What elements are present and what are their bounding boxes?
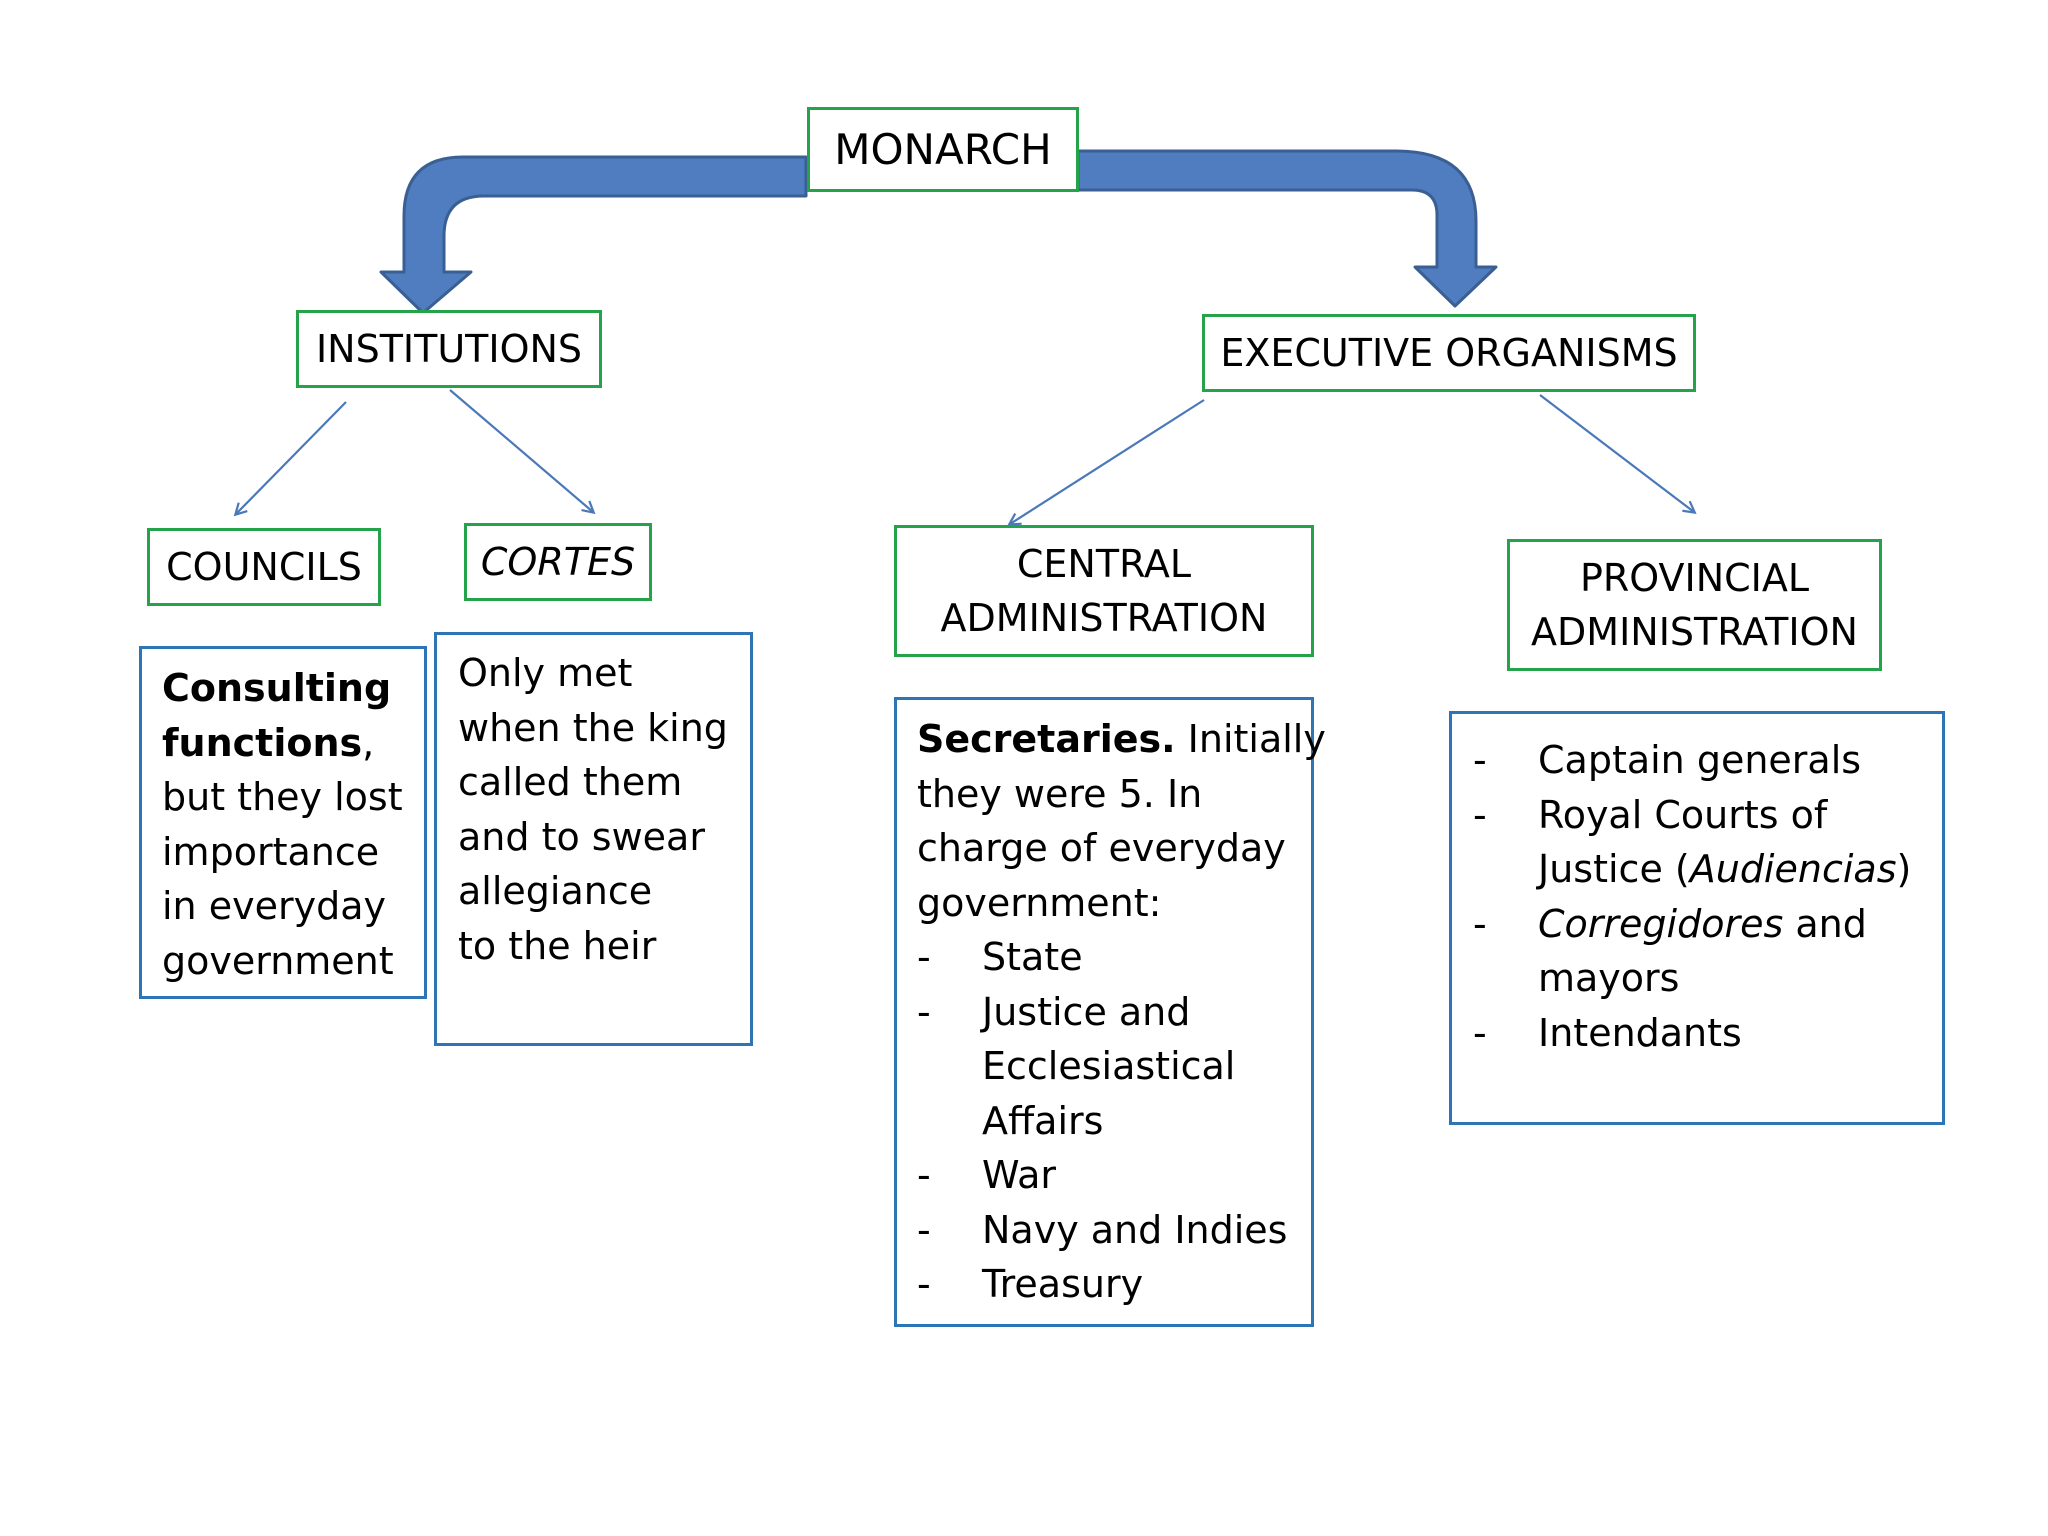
provincial-item-courts-cont: Justice (Audiencias) (1473, 842, 1942, 897)
cortes-desc-line-5: allegiance (458, 869, 653, 913)
provincial-item-courts: - Royal Courts of (1473, 788, 1942, 843)
connector-institutions-councils (236, 401, 347, 514)
courts-post: ) (1896, 847, 1912, 891)
central-item-label: Justice and (982, 989, 1191, 1034)
node-executive-label: EXECUTIVE ORGANISMS (1220, 331, 1678, 375)
block-arrow-right (1076, 149, 1498, 308)
bullet-dash: - (917, 1207, 931, 1252)
node-central-label-1: CENTRAL (1016, 542, 1192, 586)
node-central-administration: CENTRAL ADMINISTRATION (894, 525, 1314, 657)
node-monarch-label: MONARCH (834, 124, 1052, 174)
node-cortes-label: CORTES (480, 540, 636, 584)
bullet-dash: - (1473, 901, 1487, 946)
central-item-justice-cont-1: Ecclesiastical (982, 1044, 1236, 1088)
connector-executive-provincial (1539, 394, 1694, 512)
node-central-label-2: ADMINISTRATION (940, 596, 1268, 640)
node-monarch: MONARCH (807, 107, 1079, 192)
central-item-justice: - Justice and (917, 985, 1311, 1040)
central-desc-bold: Secretaries. (917, 717, 1176, 761)
cortes-desc-line-3: called them (458, 760, 683, 804)
bullet-dash: - (1473, 792, 1487, 837)
provincial-item-mayors: mayors (1538, 956, 1680, 1000)
councils-description: Consulting functions, but they lost impo… (139, 646, 427, 999)
node-executive-organisms: EXECUTIVE ORGANISMS (1202, 314, 1696, 392)
node-councils-label: COUNCILS (166, 545, 362, 589)
provincial-item-captain: - Captain generals (1473, 733, 1942, 788)
councils-desc-comma: , (362, 720, 375, 765)
councils-desc-line-1: Consulting (162, 661, 424, 716)
councils-desc-line-5: in everyday (162, 884, 386, 928)
central-desc-line-1: Secretaries. Initially (917, 712, 1326, 767)
councils-desc-bold-1: Consulting (162, 666, 392, 710)
cortes-desc-line-4: and to swear (458, 814, 705, 859)
cortes-desc-line-2: when the king (458, 705, 728, 750)
connector-executive-central (1010, 399, 1205, 524)
central-item-navy: - Navy and Indies (917, 1203, 1311, 1258)
cortes-desc-line-1: Only met (458, 651, 633, 695)
central-item-state: - State (917, 930, 1311, 985)
corregidores-post: and (1783, 901, 1867, 946)
bullet-dash: - (917, 989, 931, 1034)
provincial-description: - Captain generals - Royal Courts of Justi… (1449, 711, 1945, 1125)
provincial-item-label: Captain generals (1538, 738, 1862, 782)
central-desc-rest: Initially (1175, 717, 1326, 761)
central-desc-line-2: they were 5. In (917, 771, 1203, 816)
councils-desc-line-6: government (162, 938, 394, 983)
provincial-item-corregidores: - Corregidores and (1473, 897, 1942, 952)
provincial-item-intendants: - Intendants (1473, 1006, 1942, 1061)
bullet-dash: - (917, 1262, 931, 1306)
councils-desc-bold-2: functions (162, 720, 363, 765)
node-provincial-label-1: PROVINCIAL (1579, 556, 1810, 600)
bullet-dash: - (1473, 1010, 1487, 1055)
central-desc-line-4: government: (917, 880, 1162, 925)
node-provincial-label-2: ADMINISTRATION (1531, 610, 1858, 654)
councils-desc-line-2: functions, (162, 716, 424, 771)
central-item-war: - War (917, 1148, 1311, 1203)
councils-desc-line-4: importance (162, 829, 380, 874)
bullet-dash: - (1473, 738, 1487, 782)
central-item-justice-cont-2: Affairs (982, 1098, 1104, 1143)
node-cortes: CORTES (464, 523, 652, 601)
block-arrow-left (379, 155, 808, 315)
central-desc-line-3: charge of everyday (917, 826, 1286, 870)
provincial-item-label: Intendants (1538, 1010, 1742, 1055)
cortes-description: Only met when the king called them and t… (434, 632, 753, 1046)
cortes-desc-line-6: to the heir (458, 923, 657, 968)
bullet-dash: - (917, 935, 931, 979)
courts-italic: Audiencias (1689, 847, 1897, 891)
central-item-label: War (982, 1153, 1057, 1197)
node-institutions-label: INSTITUTIONS (315, 327, 583, 371)
courts-pre: Justice ( (1538, 847, 1690, 891)
node-institutions: INSTITUTIONS (296, 310, 602, 388)
central-item-label: Navy and Indies (982, 1207, 1288, 1252)
corregidores-italic: Corregidores (1538, 901, 1784, 946)
bullet-dash: - (917, 1153, 931, 1197)
central-description: Secretaries. Initially they were 5. In c… (894, 697, 1326, 1327)
central-item-label: Treasury (982, 1262, 1144, 1306)
connector-institutions-cortes (449, 389, 593, 512)
node-councils: COUNCILS (147, 528, 381, 606)
provincial-item-label: Royal Courts of (1538, 792, 1828, 837)
central-item-label: State (982, 935, 1083, 979)
node-provincial-administration: PROVINCIAL ADMINISTRATION (1507, 539, 1882, 671)
central-item-treasury: - Treasury (917, 1257, 1311, 1312)
councils-desc-line-3: but they lost (162, 775, 403, 819)
